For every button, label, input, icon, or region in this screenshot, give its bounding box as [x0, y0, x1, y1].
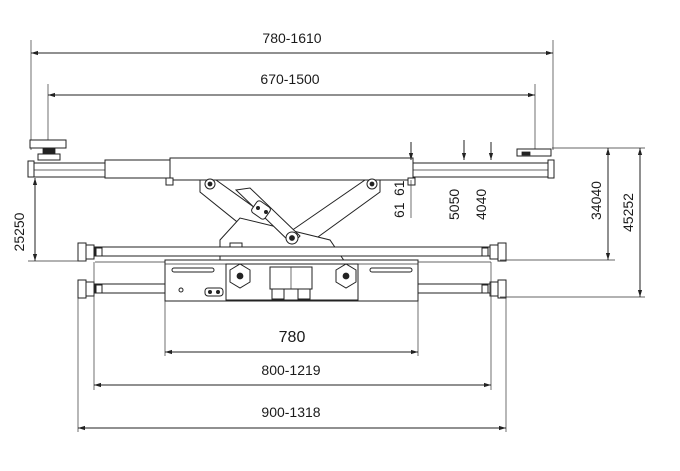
dim-left-height: 25250 [11, 178, 86, 262]
dim-right-c-label: 34040 [588, 181, 604, 220]
dim-top-outer: 780-1610 [30, 30, 554, 150]
dim-top-inner-label: 670-1500 [260, 71, 319, 87]
dim-small-b-label: 61 [391, 180, 407, 196]
dim-mid-label: 800-1219 [261, 362, 320, 378]
dim-right-a-label: 5050 [446, 189, 462, 220]
dim-mid: 800-1219 [93, 262, 492, 390]
dim-small: 61 61 [391, 142, 414, 218]
right-rollers [481, 242, 507, 299]
dim-base-label: 780 [279, 329, 306, 346]
dim-right-b-label: 4040 [473, 189, 489, 220]
dim-small-a-label: 61 [391, 202, 407, 218]
dim-bottom: 900-1318 [77, 298, 507, 432]
left-support-pad [29, 139, 67, 161]
dim-bottom-label: 900-1318 [261, 404, 320, 420]
left-nut [229, 263, 251, 289]
dim-right: 5050 4040 34040 45252 [446, 140, 645, 298]
dim-right-d-label: 45252 [620, 193, 636, 232]
base-body [164, 259, 419, 302]
dim-left-height-label: 25250 [11, 212, 27, 251]
left-rollers [77, 242, 103, 299]
right-nut [335, 263, 357, 289]
dim-base: 780 [164, 301, 419, 356]
scissor-mechanism [199, 178, 381, 263]
dim-top-inner: 670-1500 [47, 71, 536, 150]
right-support-pad [516, 148, 552, 157]
top-beam [27, 157, 555, 186]
dim-top-outer-label: 780-1610 [262, 30, 321, 46]
